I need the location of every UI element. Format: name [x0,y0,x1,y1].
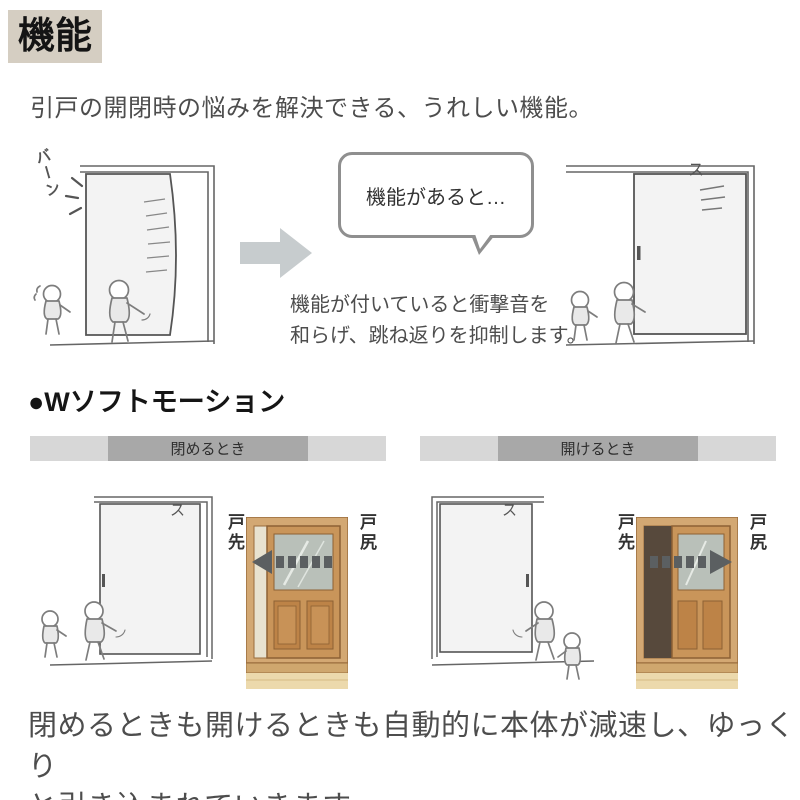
child-figure [33,284,71,335]
door-handle [102,574,105,587]
speech-bubble-text: 機能があると… [366,186,506,209]
page-title: 機能 [18,15,92,56]
wood-door-opening-graphic [636,517,738,689]
door-panel [85,173,177,336]
open-doorway-gap [644,526,672,658]
door-handle [526,574,529,587]
footer-line-2: と引き込まれていきます。 [28,791,378,800]
adult-figure [108,279,151,343]
opening-door-sketch [431,496,595,680]
vibration-lines [143,198,171,273]
caption-line-2: 和らげ、跳ね返りを抑制します。 [290,325,587,347]
door-front-edge-label: 戸先 [615,513,634,553]
panel-closing: 閉めるとき [30,436,386,694]
quiet-sound-text: ス [170,502,186,519]
panel-opening-header-label: 開けるとき [498,436,698,461]
door-panel [439,503,533,653]
panel-closing-header-label: 閉めるとき [108,436,308,461]
door-front-edge-label: 戸先 [225,513,244,553]
subtitle: 引戸の開閉時の悩みを解決できる、うれしい機能。 [30,95,594,122]
panel-opening-body: ス 戸先 [420,461,776,694]
feature-caption: 機能が付いていると衝撃音を 和らげ、跳ね返りを抑制します。 [290,290,587,352]
door-panel [633,173,747,335]
quiet-sound-text: ス [502,502,518,519]
wood-door-closing-graphic [246,517,348,689]
adult-figure [512,601,556,661]
close-direction-arrow-icon [252,550,332,574]
open-direction-arrow-icon [650,550,732,574]
door-rear-edge-label: 戸尻 [357,513,376,553]
panel-opening: 開けるとき [420,436,776,694]
speech-bubble: 機能があると… [338,152,534,255]
footer-description: 閉めるときも開けるときも自動的に本体が減速し、ゆっくり と引き込まれていきます。 [28,706,800,800]
footer-line-1: 閉めるときも開けるときも自動的に本体が減速し、ゆっくり [28,710,796,783]
transition-arrow-icon [240,228,312,278]
door-slam-sketch [33,165,215,346]
door-slam-illustration: バーン [22,142,232,362]
panel-closing-body: ス 戸先 [30,461,386,694]
quiet-motion-lines [699,185,726,211]
door-rear-edge-label: 戸尻 [747,513,766,553]
door-frame-lines [49,165,215,346]
door-frame-lines [565,165,755,346]
quiet-sound-text: ス [688,162,705,179]
child-figure [570,290,598,341]
sidelight-panel [253,525,268,659]
closing-door-sketch [41,496,213,666]
caption-line-1: 機能が付いていると衝撃音を [290,294,550,316]
child-figure [41,610,67,658]
impact-lines [64,176,84,216]
door-panel [99,503,201,655]
adult-figure [613,281,646,344]
panel-opening-header: 開けるとき [420,436,776,461]
panel-closing-header: 閉めるとき [30,436,386,461]
door-frame-lines [49,496,213,666]
child-figure [557,632,582,680]
door-handle [637,246,641,260]
door-soft-close-illustration: ス [550,142,770,362]
section-heading: ●Wソフトモーション [28,387,286,417]
door-soft-close-sketch [565,165,755,346]
adult-figure [84,601,126,661]
page-title-badge: 機能 [8,10,102,63]
